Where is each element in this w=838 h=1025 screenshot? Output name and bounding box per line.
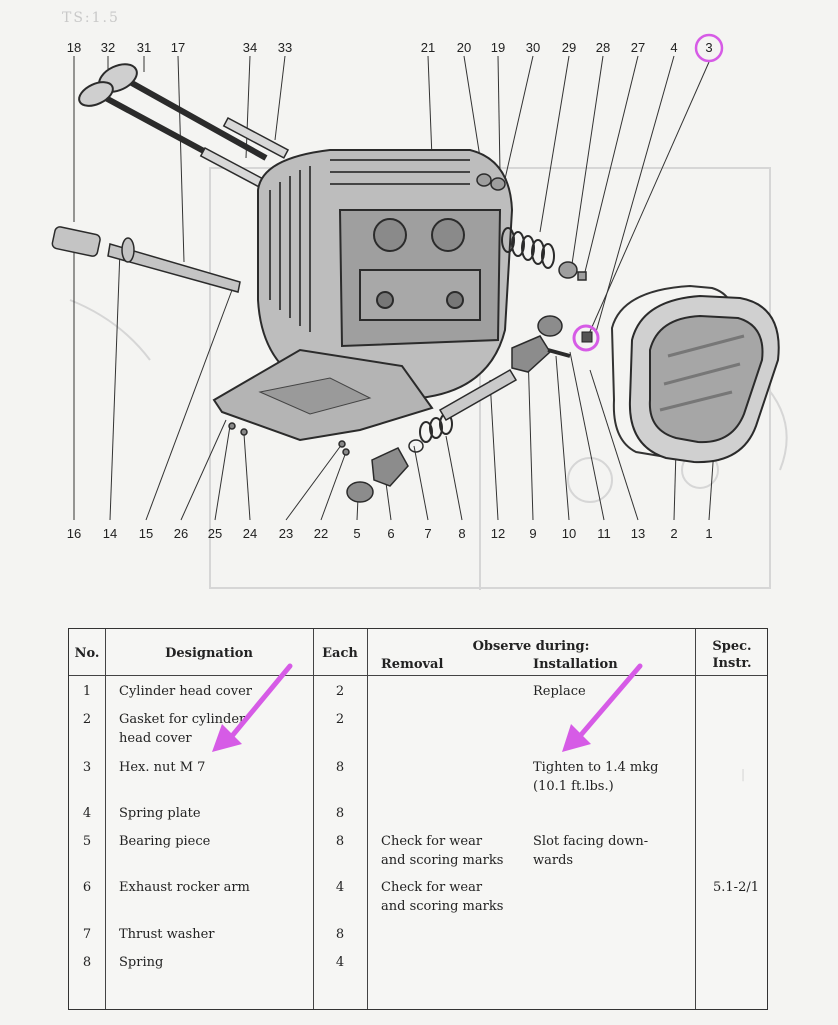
- row-7-no: 7: [82, 927, 92, 942]
- page-code: TS:1.5: [62, 10, 120, 26]
- row-6-designation: Exhaust rocker arm: [119, 880, 250, 895]
- callout-19: 19: [490, 40, 506, 55]
- row-1-no: 1: [82, 684, 92, 699]
- row-6-removal: Check for wear: [381, 880, 483, 895]
- header-rule: [69, 675, 767, 676]
- row-3-no: 3: [82, 760, 92, 775]
- callout-3-highlighted: 3: [705, 40, 713, 55]
- callout-14: 14: [102, 526, 118, 541]
- callout-15: 15: [138, 526, 154, 541]
- row-3-each: 8: [335, 760, 345, 775]
- header-observe: Observe during:: [472, 639, 590, 654]
- header-spec: Spec.: [712, 639, 752, 654]
- callout-8: 8: [458, 526, 466, 541]
- row-2-each: 2: [335, 712, 345, 727]
- row-1-installation: Replace: [533, 684, 586, 699]
- row-3-designation: Hex. nut M 7: [119, 760, 206, 775]
- header-removal: Removal: [381, 657, 444, 672]
- callout-13: 13: [630, 526, 646, 541]
- row-8-no: 8: [82, 955, 92, 970]
- callout-28: 28: [595, 40, 611, 55]
- row-8-designation: Spring: [119, 955, 164, 970]
- header-each: Each: [322, 646, 358, 661]
- column-rule: [313, 629, 314, 1009]
- callout-5: 5: [353, 526, 361, 541]
- row-1-designation: Cylinder head cover: [119, 684, 252, 699]
- callout-10: 10: [561, 526, 577, 541]
- callout-16: 16: [66, 526, 82, 541]
- exploded-view-diagram: [51, 33, 788, 590]
- callout-22: 22: [313, 526, 329, 541]
- callout-20: 20: [456, 40, 472, 55]
- callout-27: 27: [630, 40, 646, 55]
- row-3-installation-line2: (10.1 ft.lbs.): [533, 779, 614, 794]
- row-6-each: 4: [335, 880, 345, 895]
- row-5-installation-line2: wards: [533, 853, 574, 868]
- row-6-removal-line2: and scoring marks: [381, 899, 504, 914]
- callout-9: 9: [529, 526, 537, 541]
- row-5-designation: Bearing piece: [119, 834, 211, 849]
- header-installation: Installation: [533, 657, 618, 672]
- callout-30: 30: [525, 40, 541, 55]
- callout-18: 18: [66, 40, 82, 55]
- callout-12: 12: [490, 526, 506, 541]
- callout-31: 31: [136, 40, 152, 55]
- row-3-installation: Tighten to 1.4 mkg: [533, 760, 659, 775]
- bleed-through-mark: |: [741, 767, 746, 781]
- row-6-no: 6: [82, 880, 92, 895]
- row-2-no: 2: [82, 712, 92, 727]
- column-rule: [695, 629, 696, 1009]
- callout-1: 1: [705, 526, 713, 541]
- callout-32: 32: [100, 40, 116, 55]
- callout-23: 23: [278, 526, 294, 541]
- callout-26: 26: [173, 526, 189, 541]
- callout-11: 11: [597, 526, 611, 541]
- row-4-each: 8: [335, 806, 345, 821]
- row-7-each: 8: [335, 927, 345, 942]
- row-2-designation-line2: head cover: [119, 731, 192, 746]
- callout-2: 2: [670, 526, 678, 541]
- callout-7: 7: [424, 526, 432, 541]
- row-5-removal-line2: and scoring marks: [381, 853, 504, 868]
- row-5-each: 8: [335, 834, 345, 849]
- callout-17: 17: [170, 40, 186, 55]
- callout-6: 6: [387, 526, 395, 541]
- row-4-no: 4: [82, 806, 92, 821]
- callout-4: 4: [670, 40, 678, 55]
- callout-21: 21: [420, 40, 436, 55]
- row-7-designation: Thrust washer: [119, 927, 215, 942]
- row-5-installation: Slot facing down-: [533, 834, 649, 849]
- callout-25: 25: [207, 526, 223, 541]
- callout-34: 34: [242, 40, 258, 55]
- row-5-no: 5: [82, 834, 92, 849]
- callout-24: 24: [242, 526, 258, 541]
- row-6-spec: 5.1-2/1: [713, 880, 759, 895]
- header-no: No.: [74, 646, 100, 661]
- header-instr: Instr.: [712, 656, 752, 671]
- row-8-each: 4: [335, 955, 345, 970]
- row-1-each: 2: [335, 684, 345, 699]
- column-rule: [105, 629, 106, 1009]
- callout-33: 33: [277, 40, 293, 55]
- header-designation: Designation: [165, 646, 253, 661]
- row-4-designation: Spring plate: [119, 806, 201, 821]
- column-rule: [367, 629, 368, 1009]
- row-2-designation: Gasket for cylinder: [119, 712, 246, 727]
- callout-29: 29: [561, 40, 577, 55]
- parts-table: | No. Designation Each Observe during: R…: [68, 628, 768, 1010]
- row-5-removal: Check for wear: [381, 834, 483, 849]
